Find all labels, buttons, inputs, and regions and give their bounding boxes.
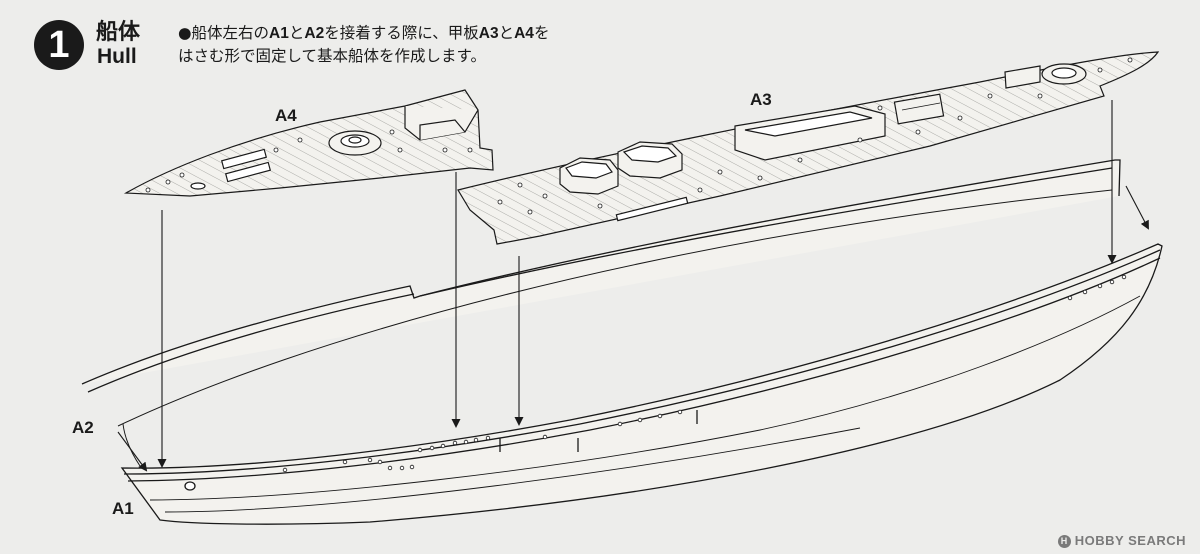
instruction-part-ref: A4: [514, 25, 534, 42]
instruction-part-ref: A3: [478, 25, 499, 42]
instruction-segment: と: [498, 24, 515, 42]
hull-portholes: [282, 274, 1127, 473]
part-label-a4: A4: [275, 106, 297, 125]
deck-part-a4: [123, 89, 494, 197]
part-label-a3: A3: [750, 90, 772, 109]
watermark-text: HOBBY SEARCH: [1074, 533, 1186, 548]
hull-side-a2: [81, 159, 1121, 427]
assembly-instruction: ●船体左右のA1とA2を接着する際に、甲板A3とA4をはさむ形で固定して基本船体…: [178, 22, 648, 67]
instruction-part-ref: A2: [304, 25, 325, 42]
instruction-segment: はさむ形で固定して基本船体を作成します。: [178, 47, 486, 65]
arrow-a2-aft: [1125, 185, 1149, 230]
instruction-segment: 船体左右の: [191, 24, 270, 42]
instruction-segment: と: [288, 24, 305, 42]
instruction-part-ref: A1: [269, 25, 289, 42]
arrow-a2-bow: [117, 431, 148, 472]
part-label-a2: A2: [72, 418, 94, 437]
hobby-search-logo-icon: H: [1057, 535, 1071, 548]
part-label-a1: A1: [112, 499, 134, 518]
hull-side-a1: [120, 243, 1163, 525]
bullet-icon: ●: [178, 24, 192, 42]
step-number-badge: 1: [34, 20, 84, 70]
instruction-text: 船体左右のA1とA2を接着する際に、甲板A3とA4をはさむ形で固定して基本船体を…: [178, 24, 549, 65]
assembly-arrows: [117, 100, 1149, 472]
step-title-english: Hull: [97, 45, 137, 68]
deck-part-a3: [457, 51, 1160, 245]
deck-fittings: [145, 57, 1133, 215]
instruction-segment: を接着する際に、甲板: [324, 24, 479, 42]
step-title-japanese: 船体: [96, 20, 141, 45]
instruction-segment: を: [533, 24, 550, 42]
